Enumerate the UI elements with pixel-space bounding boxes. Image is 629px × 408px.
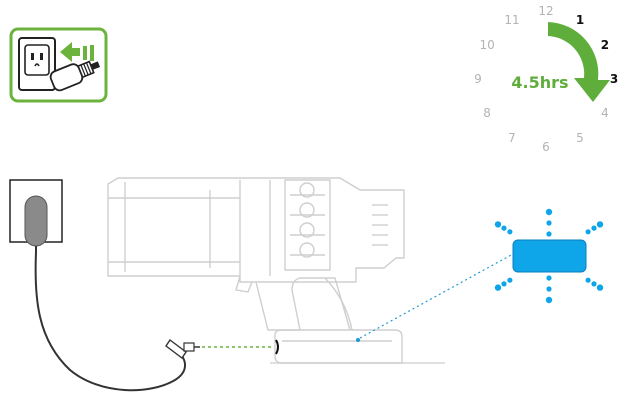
light-ray-dot [545,296,553,304]
clock-number-6: 6 [542,140,550,154]
clock-number-8: 8 [483,106,491,120]
clock-number-7: 7 [508,131,516,145]
light-ray-dot [507,229,513,235]
charge-duration-arrow [548,22,610,102]
light-ray-dot [596,284,604,291]
light-ray-dot [546,220,552,226]
battery-light [356,338,360,342]
clock-number-3: 3 [610,72,618,86]
charger-plug-tip [165,338,200,360]
light-ray-dot [507,277,513,283]
light-ray-dot [585,229,591,235]
wall-charger [9,179,63,252]
light-ray-dot [545,208,553,216]
charge-duration-label: 4.5hrs [511,73,568,92]
charger-cable [34,251,186,392]
vacuum-handheld [107,177,445,364]
plug-into-socket-icon [9,27,108,103]
light-ray-dot [591,281,597,287]
clock-number-10: 10 [479,38,494,52]
clock-number-4: 4 [601,106,609,120]
light-ray-dot [546,286,552,292]
clock-number-2: 2 [601,38,609,52]
light-ray-dot [546,275,552,281]
light-ray-dot [501,225,507,231]
light-ray-dot [494,284,502,291]
clock-number-5: 5 [576,131,584,145]
light-callout-line [359,253,514,339]
charging-light-icon [494,208,604,304]
light-ray-dot [596,221,604,228]
light-ray-dot [591,225,597,231]
light-ray-dot [546,231,552,237]
light-ray-dot [585,277,591,283]
light-ray-dot [494,221,502,228]
light-ray-dot [501,281,507,287]
clock-number-9: 9 [474,72,482,86]
clock-number-11: 11 [504,13,519,27]
clock-number-12: 12 [538,4,553,18]
clock-number-1: 1 [576,13,584,27]
charge-port [275,339,279,355]
